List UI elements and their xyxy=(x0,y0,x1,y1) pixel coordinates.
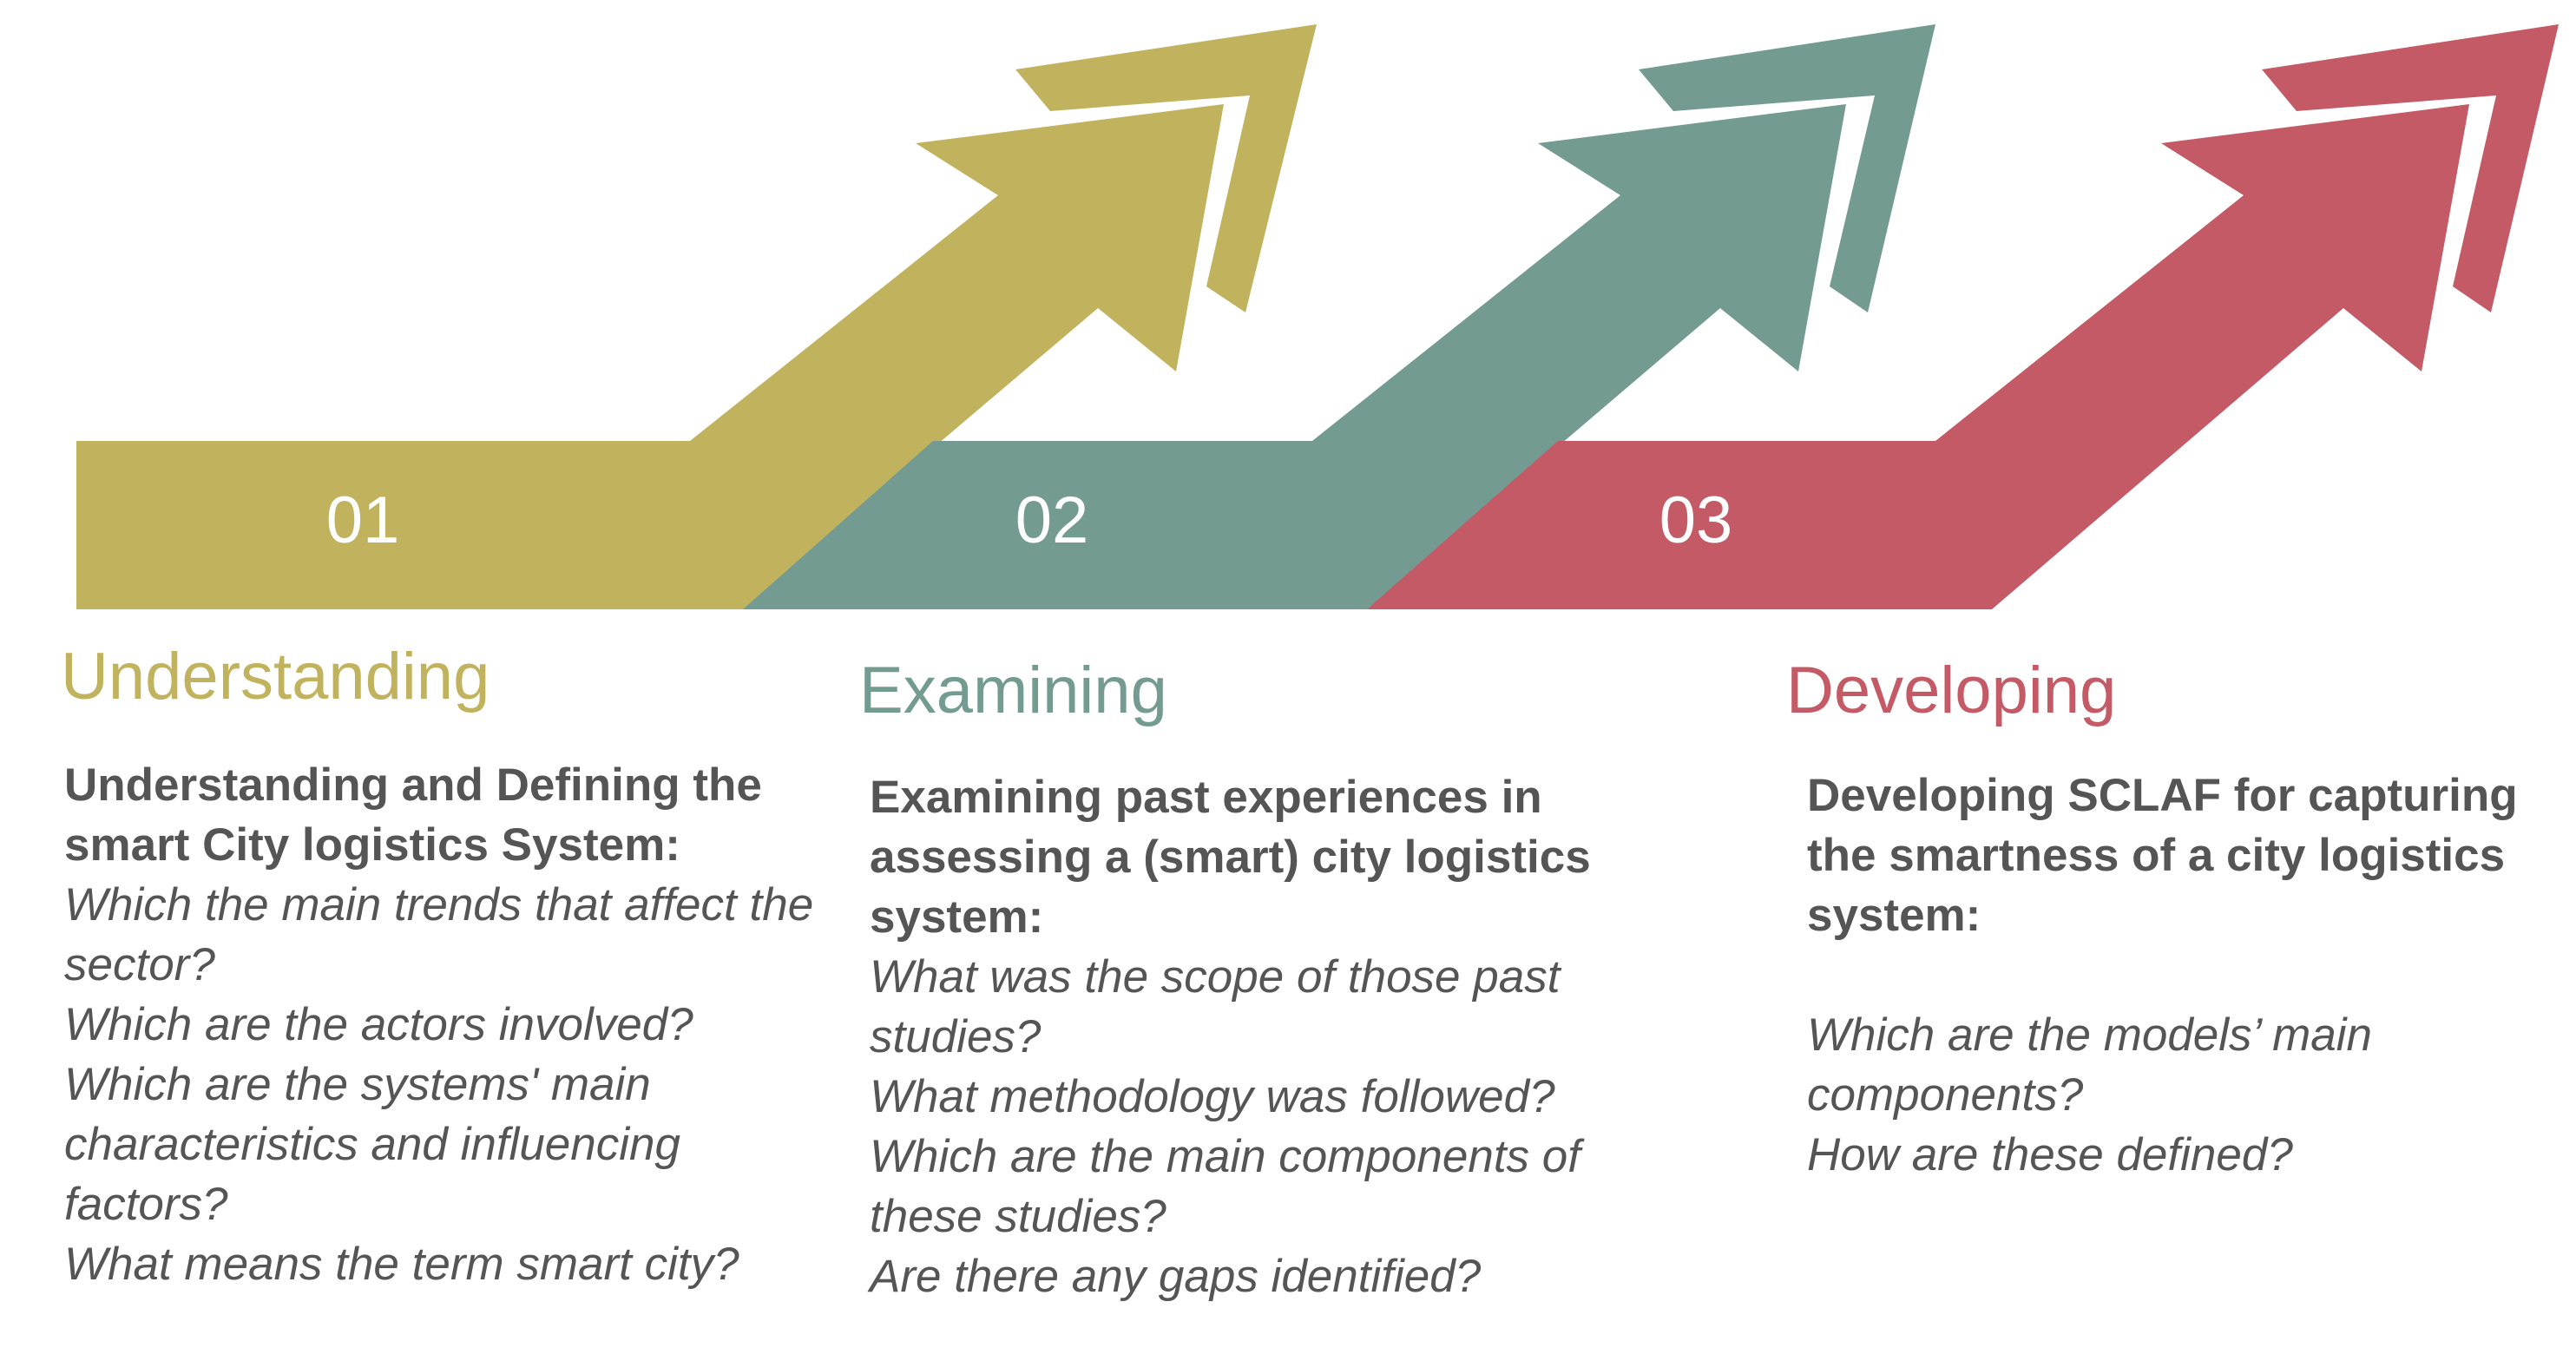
phase-2-question-3: Which are the main components of these s… xyxy=(870,1131,1580,1242)
phase-1-question-3: Which are the systems' main characterist… xyxy=(64,1059,680,1230)
phase-1-title: Understanding xyxy=(61,640,490,713)
phase-1-description: Understanding and Defining the smart Cit… xyxy=(64,755,828,1294)
phase-1-arrow-body xyxy=(76,104,1224,609)
phase-1-question-2: Which are the actors involved? xyxy=(64,999,693,1050)
phase-3-arrow xyxy=(1367,24,2559,609)
phase-3-question-1: Which are the models’ main components? xyxy=(1807,1009,2373,1121)
phase-3-description: Developing SCLAF for capturing the smart… xyxy=(1807,766,2553,1185)
phase-3-title: Developing xyxy=(1786,654,2117,727)
phase-1-arrow-tail xyxy=(1015,24,1317,312)
phase-2-number: 02 xyxy=(1015,483,1089,557)
phase-2-question-2: What methodology was followed? xyxy=(870,1071,1555,1122)
phase-3-spacer xyxy=(1807,945,2553,1005)
phase-1-question-1: Which the main trends that affect the se… xyxy=(64,879,814,990)
phase-1-number: 01 xyxy=(325,483,400,557)
phase-1-arrow xyxy=(76,24,1317,609)
phase-2-question-4: Are there any gaps identified? xyxy=(870,1251,1482,1302)
phase-3-number: 03 xyxy=(1659,483,1733,557)
phase-1-question-4: What means the term smart city? xyxy=(64,1239,739,1290)
phase-2-arrow xyxy=(743,24,1935,609)
phase-2-arrow-tail xyxy=(1639,24,1935,312)
phase-3-arrow-body xyxy=(1367,104,2469,609)
phase-2-description: Examining past experiences in assessing … xyxy=(870,767,1703,1306)
phase-2-arrow-body xyxy=(743,104,1846,609)
phase-2-heading: Examining past experiences in assessing … xyxy=(870,772,1591,943)
phase-2-question-1: What was the scope of those past studies… xyxy=(870,951,1561,1062)
phase-3-question-2: How are these defined? xyxy=(1807,1129,2293,1180)
phase-3-heading: Developing SCLAF for capturing the smart… xyxy=(1807,770,2518,941)
phase-1-heading: Understanding and Defining the smart Cit… xyxy=(64,759,762,871)
phase-2-title: Examining xyxy=(859,654,1167,727)
phase-3-arrow-tail xyxy=(2262,24,2559,312)
